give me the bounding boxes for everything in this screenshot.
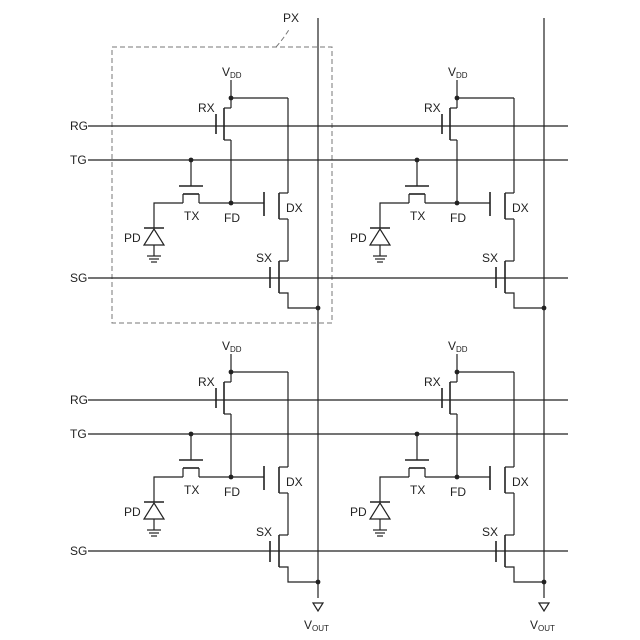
- pixel-cell-top-left: VDD RX TX FD DX SX PD: [124, 65, 320, 310]
- output-column-2: VOUT: [530, 18, 555, 633]
- vdd-label: VDD: [448, 339, 468, 354]
- dx-label: DX: [512, 201, 529, 215]
- sx-label: SX: [482, 525, 498, 539]
- rg-label-row-2: RG: [70, 393, 88, 407]
- sx-label: SX: [256, 251, 272, 265]
- rg-label-row-1: RG: [70, 119, 88, 133]
- output-terminal-2: [539, 603, 549, 611]
- tg-label-row-2: TG: [70, 427, 87, 441]
- pixel-cell-bottom-right: VDD RX TX FD DX SX PD: [350, 339, 546, 584]
- pixel-cell-bottom-left: VDD RX TX FD DX SX PD: [124, 339, 320, 584]
- output-label-2: VOUT: [530, 618, 555, 633]
- rx-label: RX: [424, 101, 441, 115]
- pixel-boundary: [112, 47, 332, 323]
- pd-label: PD: [124, 505, 141, 519]
- fd-label: FD: [224, 211, 240, 225]
- sx-label: SX: [256, 525, 272, 539]
- dx-label: DX: [512, 475, 529, 489]
- vdd-label: VDD: [448, 65, 468, 80]
- sg-label-row-2: SG: [70, 544, 87, 558]
- tx-label: TX: [184, 209, 199, 223]
- pd-label: PD: [350, 505, 367, 519]
- output-terminal-1: [313, 603, 323, 611]
- pixel-label-leader: [276, 28, 290, 47]
- tg-label-row-1: TG: [70, 153, 87, 167]
- vdd-label: VDD: [222, 339, 242, 354]
- sg-label-row-1: SG: [70, 271, 87, 285]
- output-label-1: VOUT: [304, 618, 329, 633]
- rx-label: RX: [198, 101, 215, 115]
- rx-label: RX: [424, 375, 441, 389]
- rx-label: RX: [198, 375, 215, 389]
- tx-label: TX: [410, 209, 425, 223]
- tx-label: TX: [184, 483, 199, 497]
- sx-label: SX: [482, 251, 498, 265]
- pixel-cell-top-right: VDD RX TX FD DX SX PD: [350, 65, 546, 310]
- tx-label: TX: [410, 483, 425, 497]
- pixel-label: PX: [283, 11, 299, 25]
- pd-label: PD: [124, 231, 141, 245]
- dx-label: DX: [286, 201, 303, 215]
- fd-label: FD: [450, 485, 466, 499]
- fd-label: FD: [224, 485, 240, 499]
- pd-label: PD: [350, 231, 367, 245]
- vdd-label: VDD: [222, 65, 242, 80]
- output-column-1: VOUT: [304, 18, 329, 633]
- dx-label: DX: [286, 475, 303, 489]
- fd-label: FD: [450, 211, 466, 225]
